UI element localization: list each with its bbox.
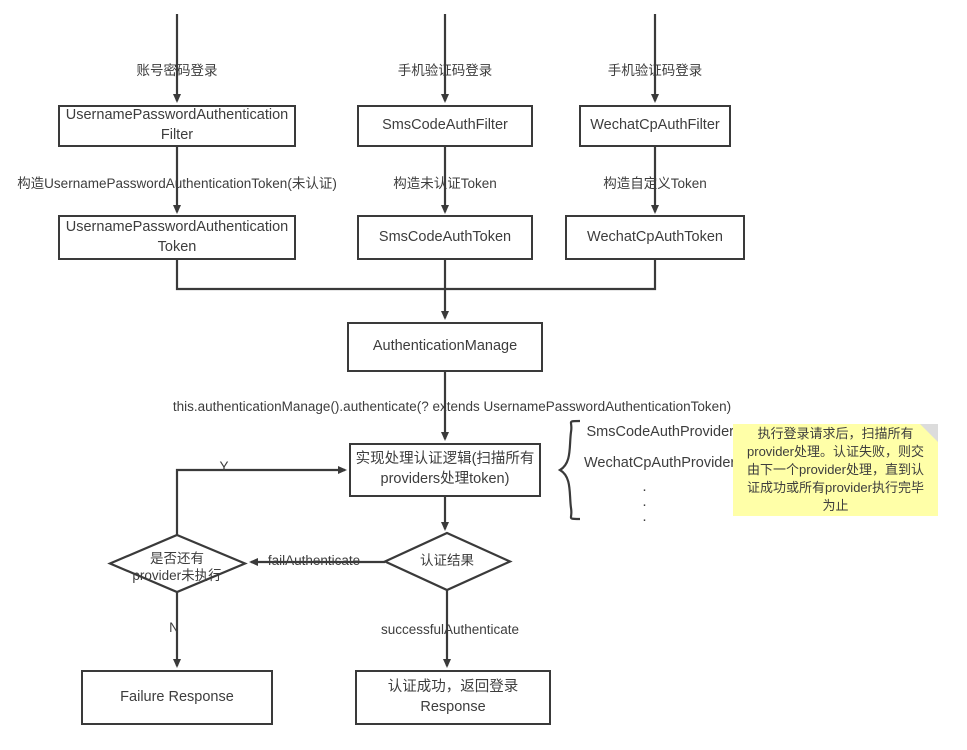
edge-label-yes: Y: [219, 459, 229, 474]
diamond-label-has-more-provider: 是否还有 provider未执行: [97, 551, 257, 585]
node-failure-response[interactable]: Failure Response: [81, 670, 273, 725]
sticky-note-text: 执行登录请求后，扫描所有provider处理。认证失败，则交由下一个provid…: [747, 426, 924, 513]
provider-list-ellipsis-2: ·: [642, 496, 647, 513]
node-sms-code-auth-token[interactable]: SmsCodeAuthToken: [357, 215, 533, 260]
node-sms-code-auth-filter[interactable]: SmsCodeAuthFilter: [357, 105, 533, 147]
note-fold-icon: [920, 424, 938, 442]
provider-group-brace: [557, 419, 581, 521]
edge-label-build-unauth-token: 构造未认证Token: [393, 176, 497, 191]
sticky-note-annotation: 执行登录请求后，扫描所有provider处理。认证失败，则交由下一个provid…: [733, 424, 938, 516]
edge-label-authenticate-call: this.authenticationManage().authenticate…: [172, 399, 732, 414]
edge-label-login-wechat: 手机验证码登录: [607, 63, 703, 78]
edge-token-merge-bus: [175, 260, 657, 291]
node-success-response[interactable]: 认证成功，返回登录 Response: [355, 670, 551, 725]
provider-list-ellipsis-3: ·: [642, 511, 647, 528]
node-label: 认证成功，返回登录 Response: [387, 678, 519, 715]
node-provider-logic[interactable]: 实现处理认证逻辑(扫描所有 providers处理token): [349, 443, 541, 497]
node-label: UsernamePasswordAuthentication Filter: [65, 107, 289, 143]
edge-has-more-provider-yes-loop: [175, 466, 347, 535]
node-label: SmsCodeAuthToken: [378, 228, 512, 245]
node-wechat-cp-auth-token[interactable]: WechatCpAuthToken: [565, 215, 745, 260]
diamond-label-line-2: provider未执行: [132, 567, 222, 583]
node-username-password-authentication-filter[interactable]: UsernamePasswordAuthentication Filter: [58, 105, 296, 147]
provider-list-item-sms: SmsCodeAuthProvider: [586, 424, 735, 440]
provider-list-ellipsis-1: ·: [642, 481, 647, 498]
node-label: Failure Response: [120, 688, 234, 705]
node-authentication-manage[interactable]: AuthenticationManage: [347, 322, 543, 372]
provider-list-item-wechat: WechatCpAuthProvider: [584, 455, 736, 471]
edge-label-login-password: 账号密码登录: [136, 63, 218, 78]
edge-label-build-upa-token: 构造UsernamePasswordAuthenticationToken(未认…: [17, 176, 337, 191]
edge-label-successful-authenticate: successfulAuthenticate: [380, 622, 520, 637]
edge-label-no: N: [169, 620, 179, 635]
edge-label-fail-authenticate: failAuthenticate: [267, 553, 361, 568]
node-label: 实现处理认证逻辑(扫描所有 providers处理token): [355, 451, 535, 487]
node-label: AuthenticationManage: [372, 338, 518, 355]
node-label: SmsCodeAuthFilter: [382, 117, 508, 134]
node-label: WechatCpAuthToken: [587, 228, 723, 245]
node-label: WechatCpAuthFilter: [590, 117, 720, 134]
diamond-label-line-1: 是否还有: [150, 551, 204, 566]
node-wechat-cp-auth-filter[interactable]: WechatCpAuthFilter: [579, 105, 731, 147]
node-username-password-authentication-token[interactable]: UsernamePasswordAuthentication Token: [58, 215, 296, 260]
edge-label-build-custom-token: 构造自定义Token: [603, 176, 707, 191]
diamond-label-auth-result: 认证结果: [420, 553, 474, 568]
edge-label-login-sms: 手机验证码登录: [397, 63, 493, 78]
node-label: UsernamePasswordAuthentication Token: [65, 218, 289, 255]
